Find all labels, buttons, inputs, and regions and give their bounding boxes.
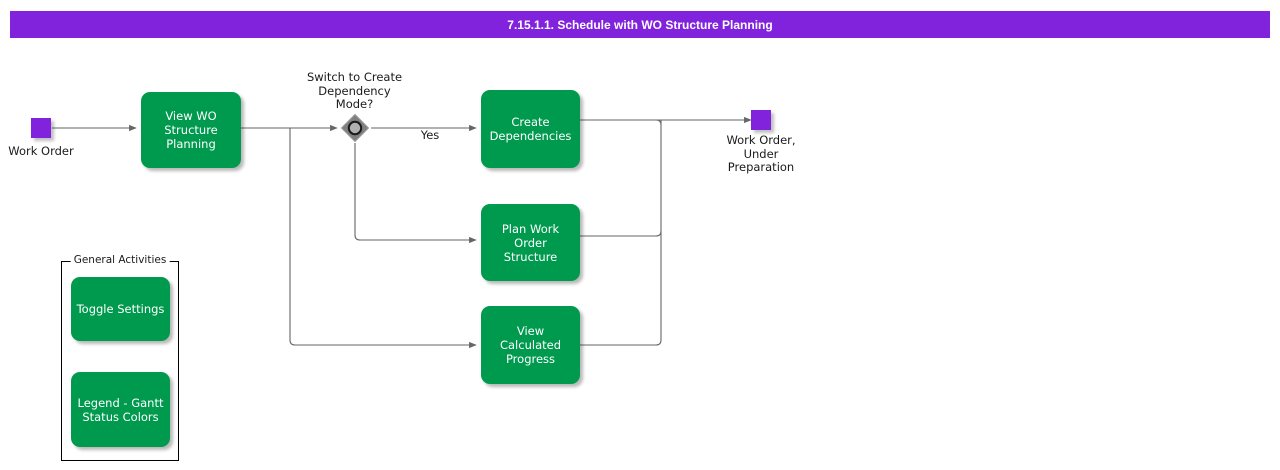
task-view-calculated-progress[interactable]: View Calculated Progress [481, 306, 580, 384]
task-plan-work-order-structure[interactable]: Plan Work Order Structure [481, 204, 580, 281]
start-event-work-order[interactable] [31, 118, 51, 138]
edge-view-calculated-progress-to-merge [580, 231, 662, 346]
edge-plan-work-order-structure-to-merge [580, 125, 662, 237]
task-view-wo-structure-planning[interactable]: View WO Structure Planning [141, 92, 241, 168]
edge-branch-to-view-calculated-progress [289, 128, 477, 349]
end-event-label: Work Order, Under Preparation [726, 133, 796, 174]
task-legend-gantt-status-colors[interactable]: Legend - Gantt Status Colors [71, 372, 170, 447]
start-event-label: Work Order [8, 144, 74, 158]
task-toggle-settings[interactable]: Toggle Settings [71, 277, 170, 341]
group-general-activities-title: General Activities [70, 254, 170, 266]
event-based-gateway-icon [340, 113, 370, 143]
edge-create-dependencies-to-merge [580, 119, 662, 126]
gateway-label: Switch to Create Dependency Mode? [306, 70, 403, 111]
edge-label-yes: Yes [420, 128, 440, 142]
page-title-bar: 7.15.1.1. Schedule with WO Structure Pla… [10, 11, 1270, 38]
page-title: 7.15.1.1. Schedule with WO Structure Pla… [507, 17, 773, 32]
end-event-work-order-under-preparation[interactable] [751, 110, 771, 130]
gateway-switch-to-create-dependency-mode[interactable] [340, 113, 370, 143]
edge-gateway-to-plan-work-order-structure [354, 143, 477, 244]
group-general-activities: General Activities Toggle Settings Legen… [61, 254, 179, 461]
task-create-dependencies[interactable]: Create Dependencies [481, 90, 580, 168]
